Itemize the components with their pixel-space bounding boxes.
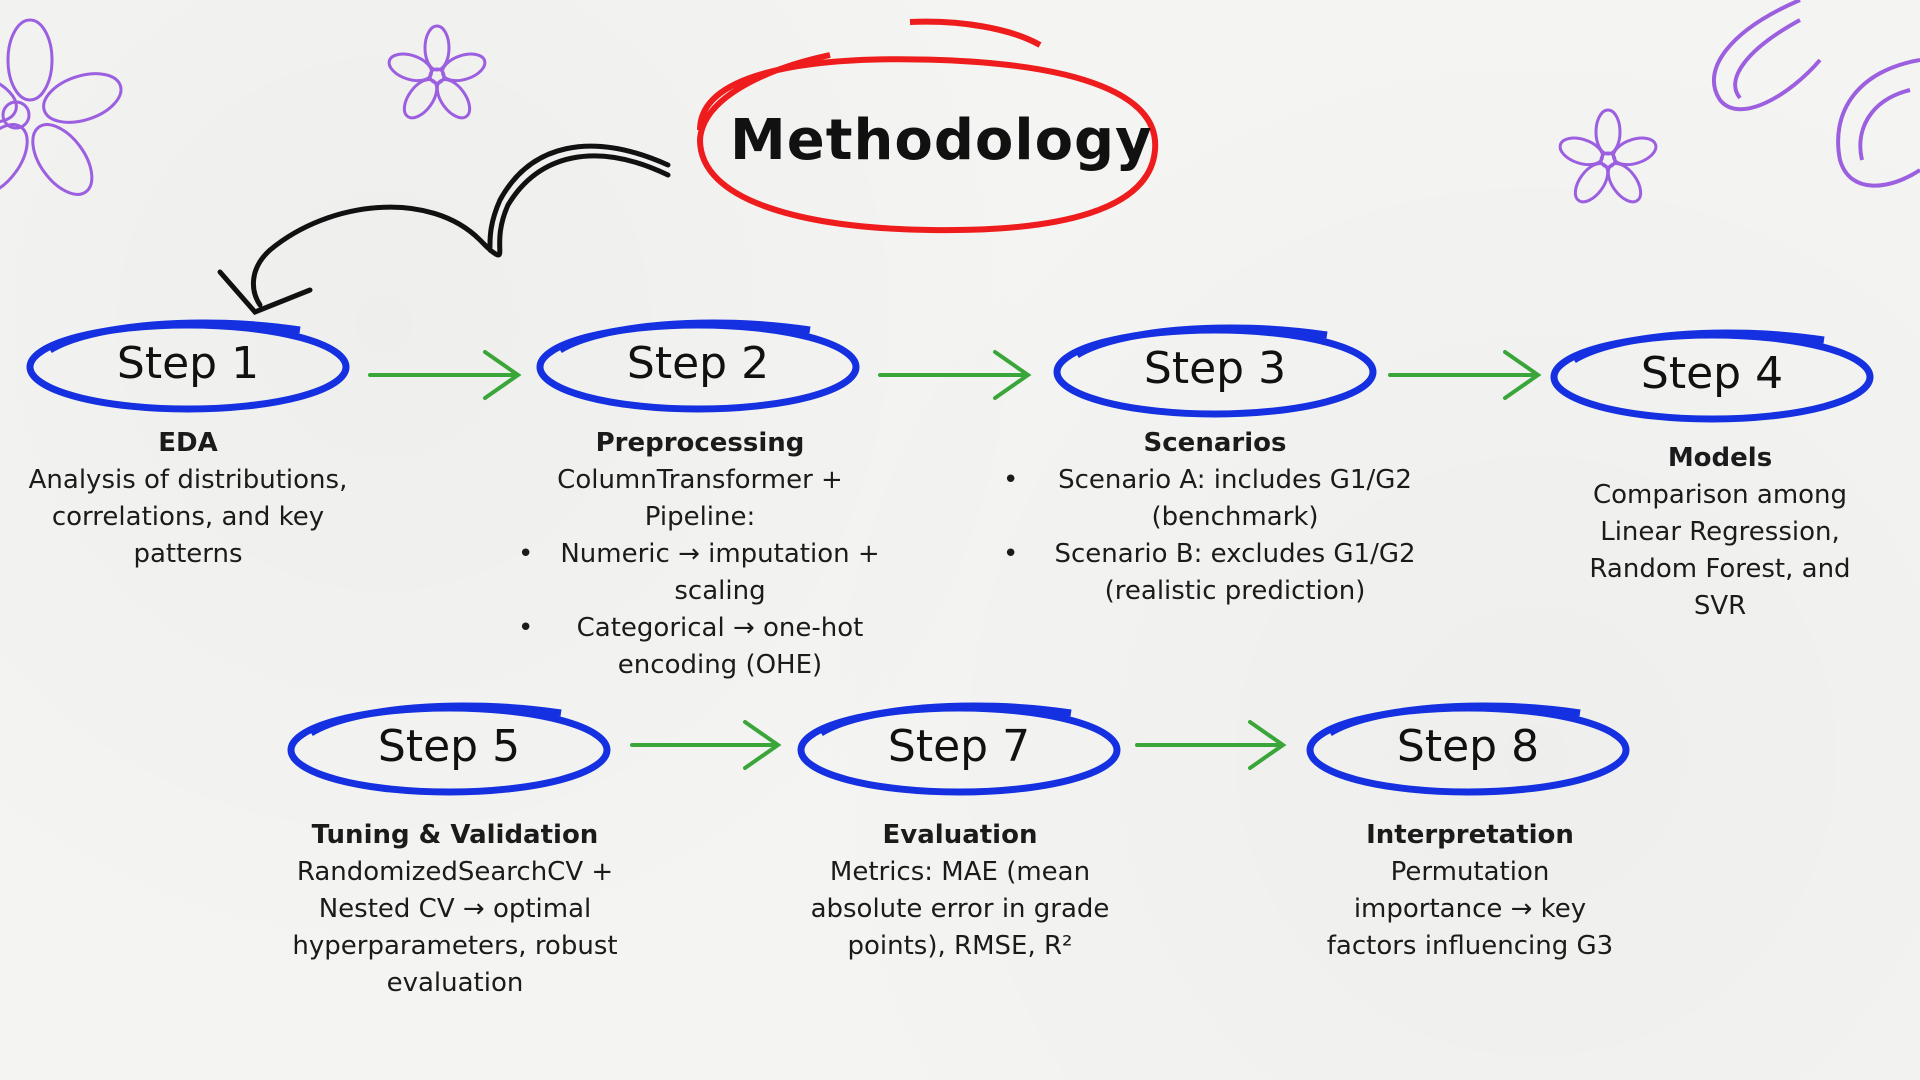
step-5-description: Tuning & Validation RandomizedSearchCV +… bbox=[270, 817, 640, 1002]
flower-icon bbox=[387, 24, 487, 120]
step-body: Comparison among Linear Regression, Rand… bbox=[1589, 480, 1851, 621]
step-bullet-list: Scenario A: includes G1/G2 (benchmark) S… bbox=[995, 462, 1435, 610]
step-heading: Evaluation bbox=[882, 820, 1038, 850]
step-2-description: Preprocessing ColumnTransformer + Pipeli… bbox=[510, 425, 890, 684]
step-body: Permutation importance → key factors inf… bbox=[1326, 857, 1614, 961]
step-body: ColumnTransformer + Pipeline: bbox=[557, 465, 843, 532]
step-4-description: Models Comparison among Linear Regressio… bbox=[1560, 440, 1880, 625]
title-circle bbox=[696, 18, 1159, 234]
curved-arrow-icon bbox=[217, 143, 671, 315]
step-1-description: EDA Analysis of distributions, correlati… bbox=[28, 425, 348, 573]
step-bullet-list: Numeric → imputation + scaling Categoric… bbox=[510, 536, 890, 684]
step-5-label: Step 5 bbox=[377, 721, 521, 772]
step-body: Analysis of distributions, correlations,… bbox=[28, 465, 348, 569]
step-3-label: Step 3 bbox=[1143, 343, 1287, 394]
step-7-description: Evaluation Metrics: MAE (mean absolute e… bbox=[805, 817, 1115, 965]
step-body: Metrics: MAE (mean absolute error in gra… bbox=[810, 857, 1110, 961]
list-item: Scenario A: includes G1/G2 (benchmark) bbox=[995, 462, 1435, 536]
step-ovals bbox=[26, 319, 1874, 796]
list-item: Numeric → imputation + scaling bbox=[510, 536, 890, 610]
page-title: Methodology bbox=[730, 108, 1153, 173]
step-4-label: Step 4 bbox=[1640, 348, 1784, 399]
flower-icon bbox=[1712, 0, 1920, 188]
step-1-label: Step 1 bbox=[116, 338, 260, 389]
step-heading: Models bbox=[1667, 443, 1773, 473]
step-7-label: Step 7 bbox=[887, 721, 1031, 772]
step-8-label: Step 8 bbox=[1396, 721, 1540, 772]
step-heading: Scenarios bbox=[1143, 428, 1287, 458]
flower-icon bbox=[0, 18, 123, 196]
step-8-description: Interpretation Permutation importance → … bbox=[1320, 817, 1620, 965]
step-heading: Interpretation bbox=[1366, 820, 1574, 850]
step-heading: Preprocessing bbox=[595, 428, 805, 458]
flow-arrows bbox=[368, 350, 1542, 770]
step-body: RandomizedSearchCV + Nested CV → optimal… bbox=[292, 857, 618, 998]
flower-icon bbox=[1558, 108, 1658, 204]
step-heading: EDA bbox=[158, 428, 218, 458]
list-item: Categorical → one-hot encoding (OHE) bbox=[510, 610, 890, 684]
step-2-label: Step 2 bbox=[626, 338, 770, 389]
step-3-description: Scenarios Scenario A: includes G1/G2 (be… bbox=[995, 425, 1435, 610]
step-heading: Tuning & Validation bbox=[311, 820, 599, 850]
list-item: Scenario B: excludes G1/G2 (realistic pr… bbox=[995, 536, 1435, 610]
